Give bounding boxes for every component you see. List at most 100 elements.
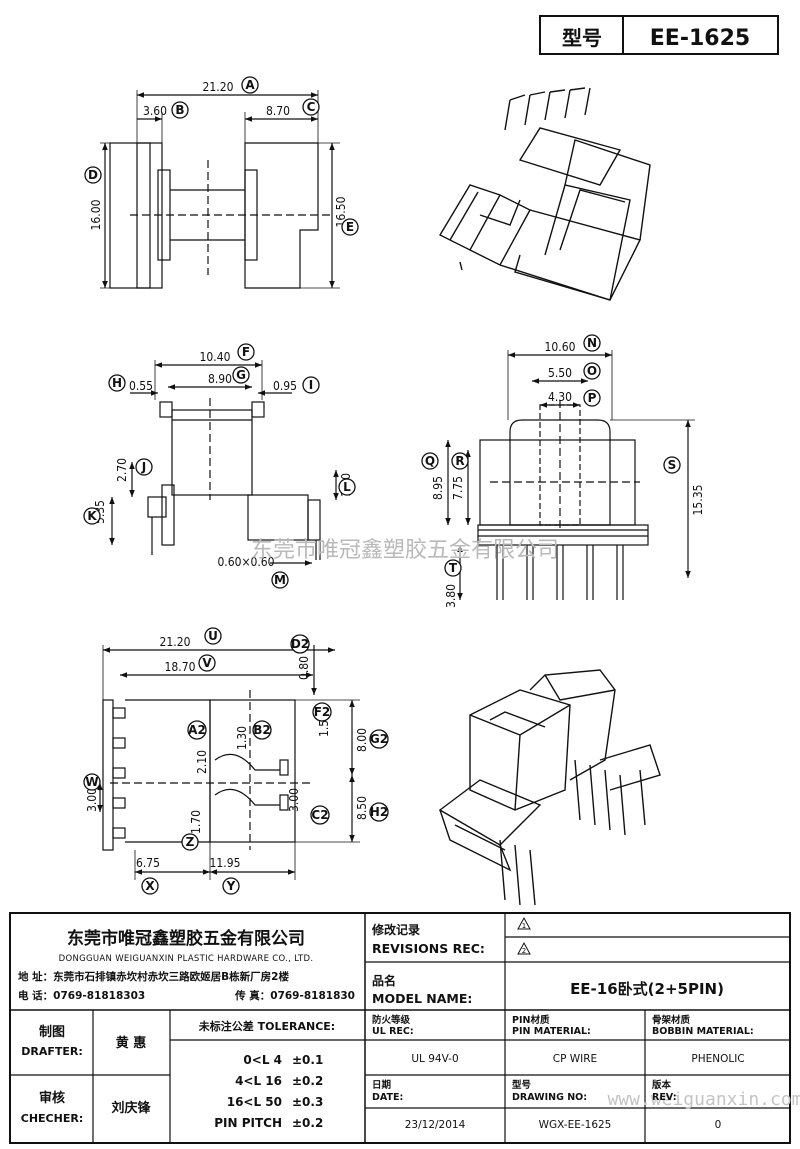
side-view	[109, 360, 339, 566]
callout-letter: N	[587, 336, 597, 350]
model-label-en: MODEL NAME:	[372, 991, 472, 1006]
drawing-no-label-cn: 型号	[512, 1079, 532, 1091]
callout-letter: F2	[314, 705, 331, 719]
dim-f: 10.40	[200, 350, 231, 364]
tolerance-value-1: ±0.1	[292, 1053, 323, 1067]
watermark-url: www.weiguanxin.com	[607, 1089, 800, 1110]
dim-e: 16.50	[334, 196, 348, 227]
callout-letter: H	[112, 376, 122, 390]
dim-h: 0.55	[129, 379, 153, 393]
callout-b2: B2	[252, 720, 272, 740]
callout-letter: Y	[226, 879, 236, 893]
dim-i: 0.95	[273, 379, 297, 393]
dim-b2: 1.30	[235, 726, 249, 750]
callout-letter: T	[449, 561, 458, 575]
callout-g: G	[232, 366, 250, 384]
part-number: EE-1625	[650, 26, 750, 51]
dim-t: 3.80	[444, 584, 458, 608]
dim-d: 16.00	[89, 199, 103, 230]
callout-letter: D2	[291, 637, 309, 651]
callout-letter: O	[587, 364, 597, 378]
rev-label-en: REV:	[652, 1092, 677, 1103]
callout-m: M	[271, 571, 289, 589]
callout-t: T	[444, 559, 462, 577]
dim-m: 0.60×0.60	[217, 555, 274, 569]
drafter-label-cn: 制图	[39, 1024, 65, 1040]
tolerance-value-3: ±0.3	[292, 1095, 323, 1109]
callout-b: B	[171, 101, 189, 119]
pin-material-label-en: PIN MATERIAL:	[512, 1026, 591, 1037]
checker-name: 刘庆锋	[111, 1100, 151, 1116]
dim-j: 2.70	[115, 458, 129, 482]
rev-label-cn: 版本	[651, 1079, 672, 1091]
callout-letter: G	[236, 368, 246, 382]
callout-letter: L	[343, 480, 351, 494]
callout-letter: A2	[188, 723, 206, 737]
callout-j: J	[135, 458, 153, 476]
callout-letter: B2	[253, 723, 271, 737]
watermark-company: 东莞市唯冠鑫塑胶五金有限公司	[251, 538, 559, 563]
callout-letter: U	[208, 629, 218, 643]
callout-letter: G2	[370, 732, 388, 746]
tolerance-range-1: 0<L 4	[243, 1053, 282, 1067]
title-block	[9, 912, 791, 1144]
bobbin-material-label-en: BOBBIN MATERIAL:	[652, 1026, 754, 1037]
dim-p: 4.30	[548, 390, 572, 404]
callout-f: F	[237, 343, 255, 361]
type-label: 型号	[562, 26, 602, 50]
callout-letter: Z	[186, 835, 195, 849]
callout-u: U	[204, 627, 222, 645]
model-label-cn: 品名	[372, 973, 396, 988]
callout-a: A	[241, 76, 259, 94]
callout-letter: R	[455, 454, 464, 468]
callout-d: D	[84, 166, 102, 184]
callout-letter: E	[346, 220, 354, 234]
callout-letter: J	[141, 460, 146, 474]
callout-letter: X	[145, 879, 155, 893]
dim-g: 8.90	[208, 372, 232, 386]
callout-letter: M	[274, 573, 286, 587]
callout-letter: C	[307, 100, 316, 114]
tolerance-range-3: 16<L 50	[227, 1095, 282, 1109]
dim-v: 18.70	[165, 660, 196, 674]
ul-rec-label-en: UL REC:	[372, 1026, 414, 1037]
callout-letter: Q	[425, 454, 435, 468]
dim-z: 1.70	[189, 810, 203, 834]
company-name-cn: 东莞市唯冠鑫塑胶五金有限公司	[67, 928, 305, 949]
dim-h2: 8.50	[355, 796, 369, 820]
bobbin-material-label-cn: 骨架材质	[652, 1014, 691, 1026]
drafter-label-en: DRAFTER:	[21, 1045, 83, 1058]
callout-l: L	[338, 478, 356, 496]
pin-material-value: CP WIRE	[553, 1053, 597, 1065]
callout-e: E	[341, 218, 359, 236]
tolerance-label: 未标注公差 TOLERANCE:	[198, 1019, 335, 1033]
dim-x: 6.75	[136, 856, 160, 870]
callout-s: S	[663, 456, 681, 474]
ul-rec-value: UL 94V-0	[411, 1053, 458, 1065]
revisions-label-cn: 修改记录	[371, 922, 420, 937]
revisions-label-en: REVISIONS REC:	[372, 941, 485, 956]
top-view	[97, 645, 360, 880]
callout-i: I	[302, 376, 320, 394]
pin-view	[445, 350, 695, 600]
revision-mark-2: 2	[522, 947, 526, 955]
dim-c2: 3.00	[287, 788, 301, 812]
callout-g2: G2	[369, 729, 389, 749]
dim-a2: 2.10	[195, 750, 209, 774]
callout-letter: A	[245, 78, 255, 92]
callout-z: Z	[181, 833, 199, 851]
callout-q: Q	[421, 452, 439, 470]
pin-material-label-cn: PIN材质	[512, 1014, 550, 1026]
callout-y: Y	[222, 877, 240, 895]
drawing-no-label-en: DRAWING NO:	[512, 1092, 587, 1103]
dim-c: 8.70	[266, 104, 290, 118]
drawing-no-value: WGX-EE-1625	[539, 1119, 612, 1131]
model-value: EE-16卧式(2+5PIN)	[570, 980, 724, 998]
callout-p: P	[583, 389, 601, 407]
date-label-cn: 日期	[372, 1079, 391, 1091]
callout-c2: C2	[310, 805, 330, 825]
date-value: 23/12/2014	[405, 1119, 466, 1131]
isometric-view-bottom	[438, 669, 661, 906]
